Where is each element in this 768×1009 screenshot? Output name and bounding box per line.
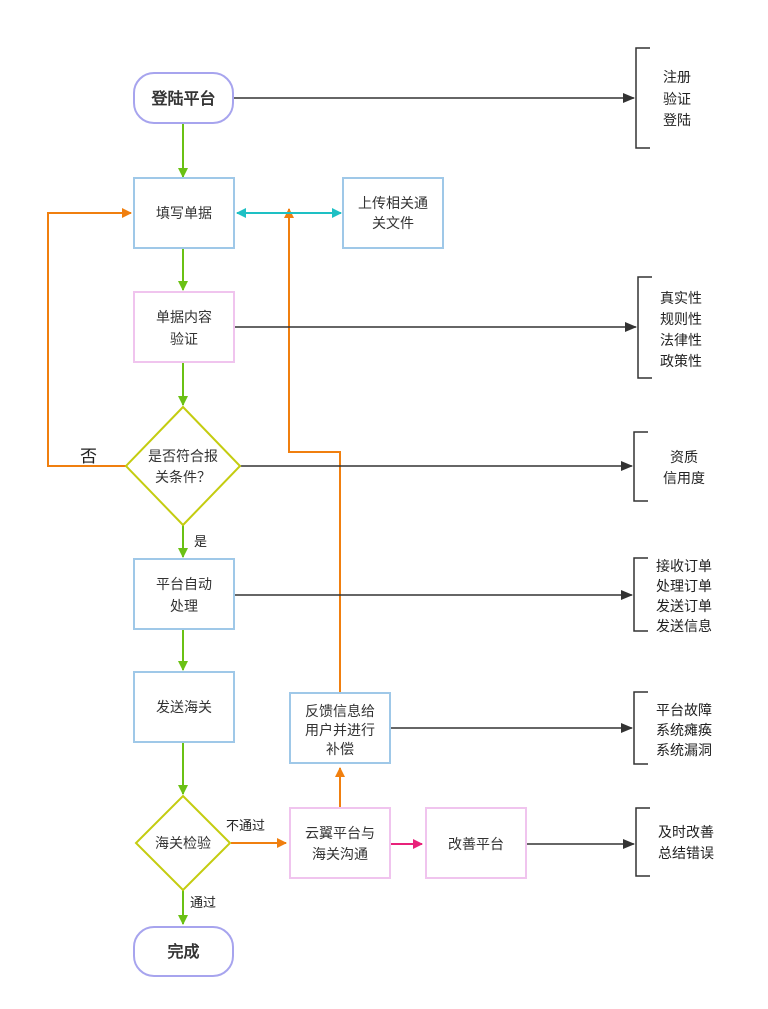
note-decision-1: 资质 bbox=[670, 450, 698, 466]
decision-label-line2: 关条件？ bbox=[155, 469, 211, 486]
note-login-3: 登陆 bbox=[663, 113, 691, 129]
bracket-feedback bbox=[633, 691, 648, 765]
note-feedback: 平台故障 系统瘫痪 系统漏洞 bbox=[656, 703, 712, 759]
customs-check-label: 海关检验 bbox=[155, 836, 211, 852]
done-label: 完成 bbox=[167, 942, 199, 961]
feedback-label-line2: 用户并进行 bbox=[305, 722, 375, 739]
note-validate-4: 政策性 bbox=[660, 353, 702, 370]
note-auto-3: 发送订单 bbox=[656, 599, 712, 615]
note-improve-1: 及时改善 bbox=[658, 825, 714, 841]
note-validate-1: 真实性 bbox=[660, 291, 702, 307]
improve-node[interactable]: 改善平台 bbox=[425, 807, 527, 879]
note-feedback-2: 系统瘫痪 bbox=[656, 723, 712, 739]
note-decision: 资质 信用度 bbox=[663, 450, 705, 487]
bracket-improve bbox=[635, 807, 650, 877]
note-validate-2: 规则性 bbox=[660, 312, 702, 328]
note-decision-2: 信用度 bbox=[663, 471, 705, 487]
note-login-1: 注册 bbox=[663, 70, 691, 86]
fill-form-label: 填写单据 bbox=[156, 206, 212, 222]
edge-label-no: 否 bbox=[80, 447, 97, 467]
feedback-node[interactable]: 反馈信息给 用户并进行 补偿 bbox=[289, 692, 391, 764]
login-node[interactable]: 登陆平台 bbox=[133, 72, 234, 124]
improve-label: 改善平台 bbox=[448, 837, 504, 853]
edge-no-loop bbox=[47, 208, 132, 467]
communicate-label-line2: 海关沟通 bbox=[312, 847, 368, 863]
send-customs-node[interactable]: 发送海关 bbox=[133, 671, 235, 743]
bracket-login bbox=[635, 47, 650, 149]
validate-label-line1: 单据内容 bbox=[156, 309, 212, 326]
done-node[interactable]: 完成 bbox=[133, 926, 234, 977]
validate-label-line2: 验证 bbox=[170, 332, 198, 348]
bracket-validate bbox=[637, 276, 652, 379]
decision-node[interactable]: 是否符合报 关条件？ bbox=[124, 405, 242, 527]
edge-feedback-to-fill bbox=[284, 208, 341, 692]
note-auto-4: 发送信息 bbox=[656, 618, 712, 635]
note-auto: 接收订单 处理订单 发送订单 发送信息 bbox=[656, 558, 712, 635]
note-auto-2: 处理订单 bbox=[656, 579, 712, 595]
upload-label-line1: 上传相关通 bbox=[358, 196, 428, 212]
orange-edges bbox=[47, 208, 345, 848]
upload-label-line2: 关文件 bbox=[372, 216, 414, 232]
note-validate-3: 法律性 bbox=[660, 333, 702, 349]
customs-check-node[interactable]: 海关检验 bbox=[134, 794, 232, 892]
note-improve: 及时改善 总结错误 bbox=[658, 825, 714, 862]
note-auto-1: 接收订单 bbox=[656, 558, 712, 575]
note-edges bbox=[233, 93, 637, 849]
login-label: 登陆平台 bbox=[150, 89, 215, 108]
note-login: 注册 验证 登陆 bbox=[663, 70, 691, 129]
communicate-label-line1: 云翼平台与 bbox=[305, 826, 375, 842]
decision-label-line1: 是否符合报 bbox=[148, 449, 218, 465]
communicate-node[interactable]: 云翼平台与 海关沟通 bbox=[289, 807, 391, 879]
edge-label-fail: 不通过 bbox=[226, 819, 265, 834]
feedback-label-line3: 补偿 bbox=[326, 742, 354, 758]
auto-process-node[interactable]: 平台自动 处理 bbox=[133, 558, 235, 630]
edge-label-yes: 是 bbox=[194, 535, 207, 550]
edge-label-pass: 通过 bbox=[190, 896, 216, 911]
note-login-2: 验证 bbox=[663, 92, 691, 108]
bracket-decision bbox=[633, 431, 648, 502]
bracket-auto bbox=[633, 557, 648, 632]
note-feedback-1: 平台故障 bbox=[656, 703, 712, 719]
note-validate: 真实性 规则性 法律性 政策性 bbox=[660, 291, 702, 370]
feedback-label-line1: 反馈信息给 bbox=[305, 703, 375, 720]
send-customs-label: 发送海关 bbox=[156, 700, 212, 716]
validate-node[interactable]: 单据内容 验证 bbox=[133, 291, 235, 363]
auto-process-label-line1: 平台自动 bbox=[156, 577, 212, 593]
note-feedback-3: 系统漏洞 bbox=[656, 743, 712, 759]
note-brackets bbox=[633, 47, 652, 877]
fill-form-node[interactable]: 填写单据 bbox=[133, 177, 235, 249]
auto-process-label-line2: 处理 bbox=[170, 599, 198, 615]
upload-node[interactable]: 上传相关通 关文件 bbox=[342, 177, 444, 249]
note-improve-2: 总结错误 bbox=[658, 846, 714, 862]
